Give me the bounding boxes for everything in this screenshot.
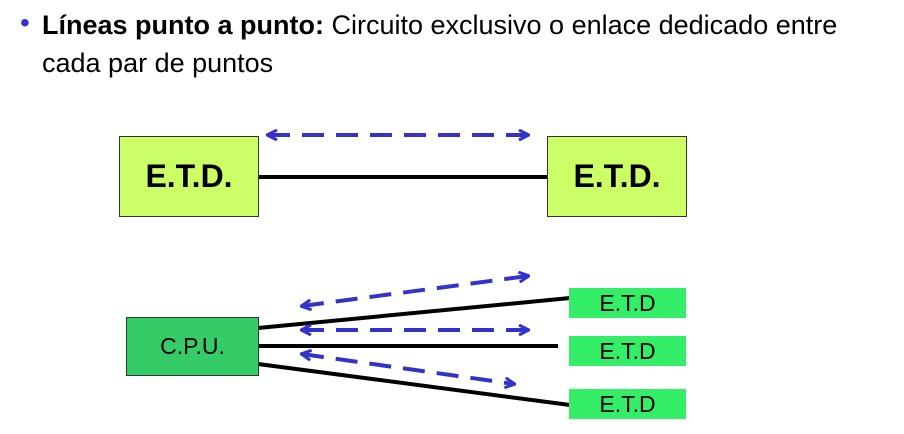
- bullet-dot-icon: •: [20, 7, 30, 38]
- etd-left-box: E.T.D.: [119, 136, 259, 217]
- dashed-arrow-3: [302, 354, 514, 384]
- bullet-bold-term: Líneas punto a punto:: [42, 10, 324, 40]
- etd-terminal-3: E.T.D: [569, 389, 686, 419]
- etd-terminal-1: E.T.D: [569, 288, 686, 318]
- cpu-link-1: [257, 296, 571, 330]
- etd-right-label: E.T.D.: [573, 158, 661, 194]
- etd-terminal-1-label: E.T.D: [599, 289, 656, 316]
- dashed-arrow-1: [302, 276, 528, 306]
- bullet-text: Líneas punto a punto: Circuito exclusivo…: [42, 6, 900, 82]
- etd-terminal-3-label: E.T.D: [599, 390, 656, 417]
- etd-right-box: E.T.D.: [547, 136, 687, 217]
- bullet-point: • Líneas punto a punto: Circuito exclusi…: [20, 6, 900, 82]
- bullet-description: Circuito exclusivo o enlace dedicado ent…: [42, 10, 838, 78]
- etd-left-label: E.T.D.: [145, 158, 233, 194]
- cpu-label: C.P.U.: [160, 333, 225, 359]
- etd-terminal-2: E.T.D: [569, 336, 686, 366]
- cpu-box: C.P.U.: [126, 317, 259, 376]
- etd-terminal-2-label: E.T.D: [599, 337, 656, 364]
